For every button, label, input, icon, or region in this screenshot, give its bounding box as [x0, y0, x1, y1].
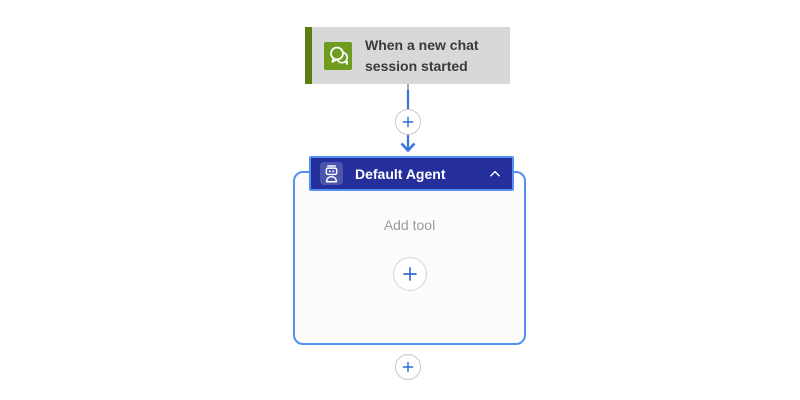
plus-icon: [402, 116, 414, 128]
bot-icon: [320, 162, 343, 185]
plus-icon: [402, 361, 414, 373]
add-tool-label: Add tool: [383, 217, 436, 233]
chevron-up-icon[interactable]: [488, 167, 502, 181]
trigger-card[interactable]: When a new chat session started: [305, 27, 510, 84]
insert-action-below-button[interactable]: [395, 354, 421, 380]
agent-scope-container: Add tool: [293, 171, 526, 345]
trigger-label: When a new chat session started: [365, 36, 479, 74]
connector-arrowhead: [400, 142, 416, 153]
agent-header-label: Default Agent: [355, 165, 446, 182]
plus-icon: [402, 267, 417, 281]
add-tool-button-wrap: [392, 257, 427, 291]
agent-header[interactable]: Default Agent: [309, 156, 514, 191]
add-tool-button[interactable]: [392, 257, 427, 291]
chat-bubbles-icon: [324, 41, 352, 70]
insert-action-button[interactable]: [395, 109, 421, 135]
